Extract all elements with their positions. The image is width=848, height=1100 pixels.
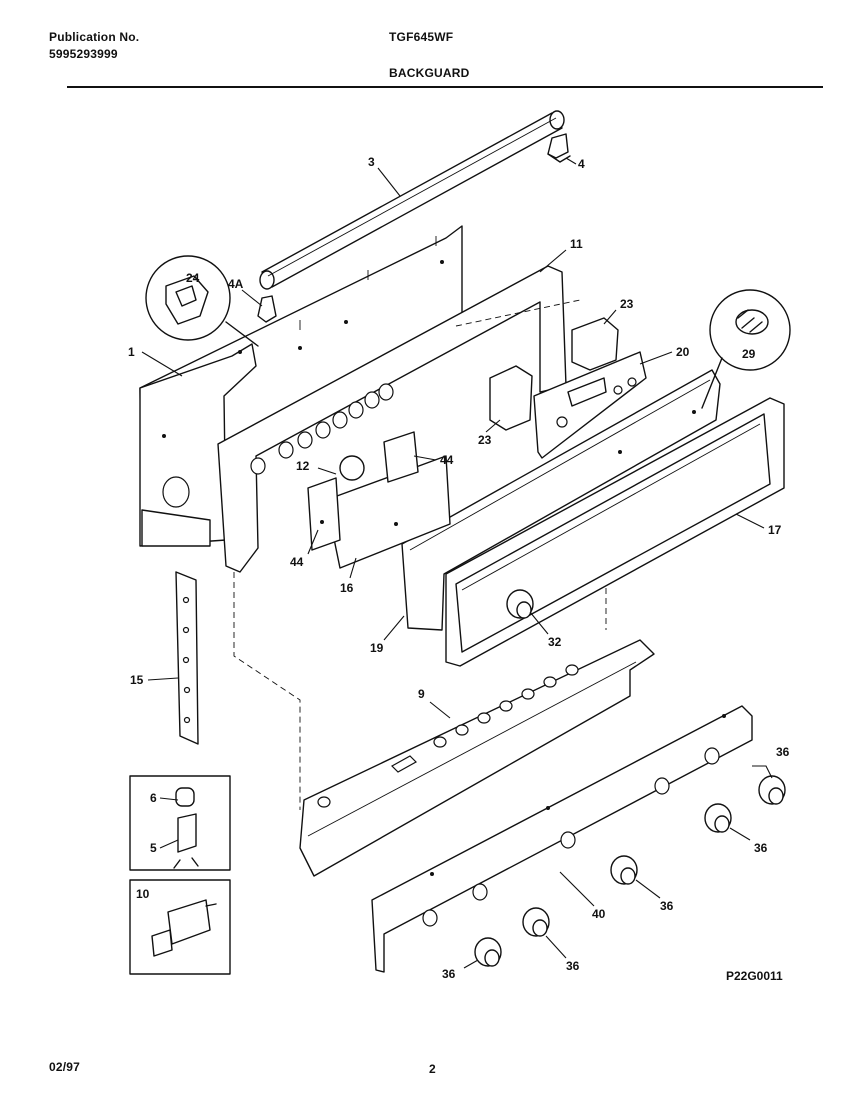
callout-32: 32 (548, 635, 562, 649)
callout-23-lower: 23 (478, 433, 492, 447)
callout-16: 16 (340, 581, 354, 595)
model-number: TGF645WF (389, 30, 454, 44)
callout-36-d: 36 (566, 959, 580, 973)
section-title: BACKGUARD (389, 66, 470, 80)
control-panel-glass (401, 369, 721, 631)
diagram-code: P22G0011 (726, 969, 783, 983)
lower-control-panel (371, 705, 753, 973)
callout-29: 29 (742, 347, 756, 361)
callout-36-a: 36 (776, 745, 790, 759)
backguard-housing (139, 225, 607, 810)
transformer-inset (129, 879, 231, 975)
leader-lines (141, 157, 773, 969)
callout-4: 4 (578, 157, 585, 171)
callout-24: 24 (186, 271, 200, 285)
timer-bracket-lower (489, 365, 533, 431)
callout-44-right: 44 (440, 453, 454, 467)
rocker-switch-detail (145, 255, 259, 347)
igniter-inset (129, 775, 231, 871)
knob-3 (610, 855, 638, 885)
side-bracket (175, 571, 199, 745)
callout-1: 1 (128, 345, 135, 359)
publication-number: 5995293999 (49, 47, 118, 61)
header-rule (67, 86, 823, 88)
knob-32 (506, 589, 534, 619)
callout-5: 5 (150, 841, 157, 855)
callout-20: 20 (676, 345, 690, 359)
callout-19: 19 (370, 641, 384, 655)
callout-36-b: 36 (754, 841, 768, 855)
knob-4 (704, 803, 732, 833)
callout-3: 3 (368, 155, 375, 169)
fluorescent-tube (259, 110, 565, 290)
knob-2 (522, 907, 550, 937)
upper-manifold-panel (299, 639, 655, 877)
timer-bracket-upper (571, 317, 619, 371)
callout-36-c: 36 (660, 899, 674, 913)
callout-6: 6 (150, 791, 157, 805)
knob-5 (758, 775, 786, 805)
callout-11: 11 (570, 237, 583, 251)
callout-17: 17 (768, 523, 782, 537)
callout-9: 9 (418, 687, 425, 701)
knob-detail (701, 289, 791, 409)
callout-40: 40 (592, 907, 606, 921)
callout-15: 15 (130, 673, 144, 687)
electronic-control (533, 351, 647, 459)
publication-label: Publication No. (49, 30, 140, 44)
switch-bracket-assembly (307, 431, 451, 569)
tube-holder-left (257, 295, 277, 323)
footer-date: 02/97 (49, 1060, 81, 1074)
callout-4a: 4A (228, 277, 244, 291)
page-number: 2 (429, 1062, 436, 1076)
callout-23-upper: 23 (620, 297, 634, 311)
knob-1 (474, 937, 502, 967)
callout-44-left: 44 (290, 555, 304, 569)
callout-36-e: 36 (442, 967, 456, 981)
callout-12: 12 (296, 459, 310, 473)
callout-10: 10 (136, 887, 150, 901)
